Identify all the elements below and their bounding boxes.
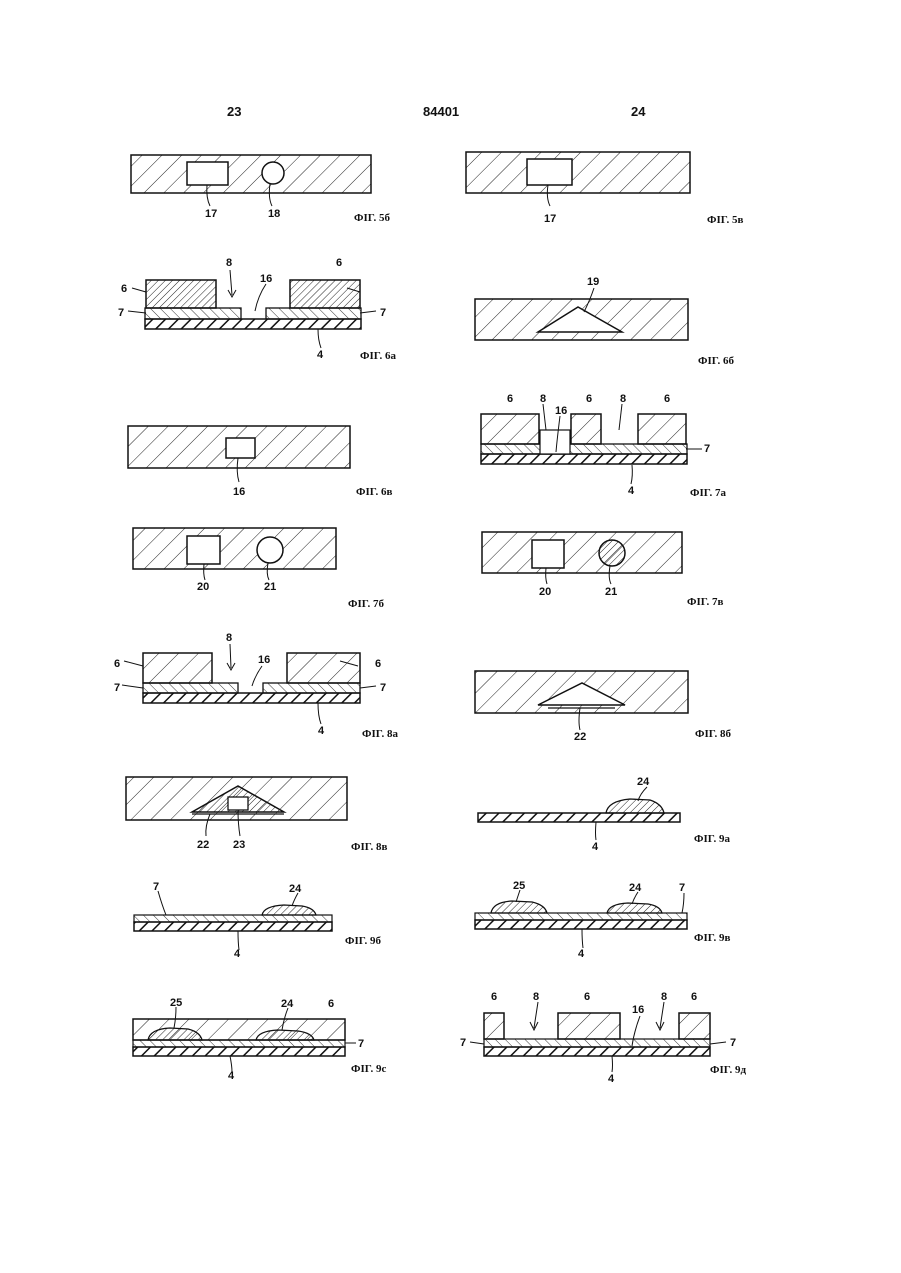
figure-7a: 6 8 16 6 8 6 7 4 (481, 393, 710, 497)
label: 23 (233, 839, 245, 851)
figure-6a: 8 16 6 6 6 7 7 4 (118, 257, 386, 361)
label: 6 (507, 393, 513, 405)
label: 24 (637, 776, 650, 788)
label: 22 (197, 839, 209, 851)
label: 25 (513, 880, 525, 892)
caption-fig-8a: ФІГ. 8а (362, 728, 398, 740)
figure-9d: 6 8 6 16 8 6 7 7 4 (460, 991, 736, 1085)
label: 17 (205, 208, 217, 220)
caption-fig-9a: ФІГ. 9а (694, 833, 730, 845)
label: 16 (555, 405, 567, 417)
figure-9v: 25 24 7 4 (475, 880, 687, 960)
label: 6 (691, 991, 697, 1003)
caption-fig-9d: ФІГ. 9д (710, 1064, 746, 1076)
label: 6 (336, 257, 342, 269)
figure-5b: 17 18 (131, 155, 371, 220)
label: 8 (620, 393, 626, 405)
label: 4 (234, 948, 241, 960)
label: 8 (661, 991, 667, 1003)
caption-fig-9b: ФІГ. 9б (345, 935, 381, 947)
label: 7 (114, 682, 120, 694)
figure-8a: 8 16 6 6 7 7 4 (114, 632, 386, 737)
label: 7 (704, 443, 710, 455)
label: 4 (317, 349, 324, 361)
label: 17 (544, 213, 556, 225)
figure-7b: 20 21 (133, 528, 336, 593)
label: 4 (578, 948, 585, 960)
caption-fig-8v: ФІГ. 8в (351, 841, 387, 853)
caption-fig-6a: ФІГ. 6а (360, 350, 396, 362)
figure-8v: 22 23 (126, 777, 347, 851)
caption-fig-6v: ФІГ. 6в (356, 486, 392, 498)
label: 6 (121, 283, 127, 295)
label: 19 (587, 276, 599, 288)
label: 21 (264, 581, 276, 593)
caption-fig-7a: ФІГ. 7а (690, 487, 726, 499)
caption-fig-7v: ФІГ. 7в (687, 596, 723, 608)
label: 24 (629, 882, 642, 894)
label: 7 (460, 1037, 466, 1049)
figure-5v: 17 (466, 152, 690, 225)
label: 7 (118, 307, 124, 319)
caption-fig-9v: ФІГ. 9в (694, 932, 730, 944)
label: 20 (197, 581, 209, 593)
label: 6 (491, 991, 497, 1003)
figure-9b: 7 24 4 (134, 881, 332, 960)
label: 6 (584, 991, 590, 1003)
label: 7 (358, 1038, 364, 1050)
label: 16 (258, 654, 270, 666)
caption-fig-7b: ФІГ. 7б (348, 598, 384, 610)
figure-6v: 16 (128, 426, 350, 498)
caption-fig-5b: ФІГ. 5б (354, 212, 390, 224)
label: 16 (260, 273, 272, 285)
figure-9a: 24 4 (478, 776, 680, 853)
figure-6b: 19 (475, 276, 688, 340)
label: 16 (632, 1004, 644, 1016)
label: 7 (679, 882, 685, 894)
label: 4 (592, 841, 599, 853)
label: 4 (608, 1073, 615, 1085)
label: 18 (268, 208, 280, 220)
label: 22 (574, 731, 586, 743)
label: 21 (605, 586, 617, 598)
figure-7v: 20 21 (482, 532, 682, 598)
label: 7 (380, 307, 386, 319)
figure-8b: 22 (475, 671, 688, 743)
caption-fig-9c: ФІГ. 9с (351, 1063, 386, 1075)
label: 20 (539, 586, 551, 598)
label: 24 (281, 998, 294, 1010)
caption-fig-8b: ФІГ. 8б (695, 728, 731, 740)
label: 6 (664, 393, 670, 405)
label: 8 (540, 393, 546, 405)
label: 4 (228, 1070, 235, 1082)
label: 8 (533, 991, 539, 1003)
label: 24 (289, 883, 302, 895)
label: 4 (318, 725, 325, 737)
label: 25 (170, 997, 182, 1009)
label: 7 (380, 682, 386, 694)
label: 8 (226, 257, 232, 269)
label: 6 (586, 393, 592, 405)
label: 8 (226, 632, 232, 644)
label: 7 (153, 881, 159, 893)
label: 16 (233, 486, 245, 498)
figure-9c: 25 24 6 7 4 (133, 997, 364, 1082)
label: 6 (375, 658, 381, 670)
label: 7 (730, 1037, 736, 1049)
caption-fig-6b: ФІГ. 6б (698, 355, 734, 367)
label: 6 (328, 998, 334, 1010)
label: 4 (628, 485, 635, 497)
label: 6 (114, 658, 120, 670)
caption-fig-5v: ФІГ. 5в (707, 214, 743, 226)
